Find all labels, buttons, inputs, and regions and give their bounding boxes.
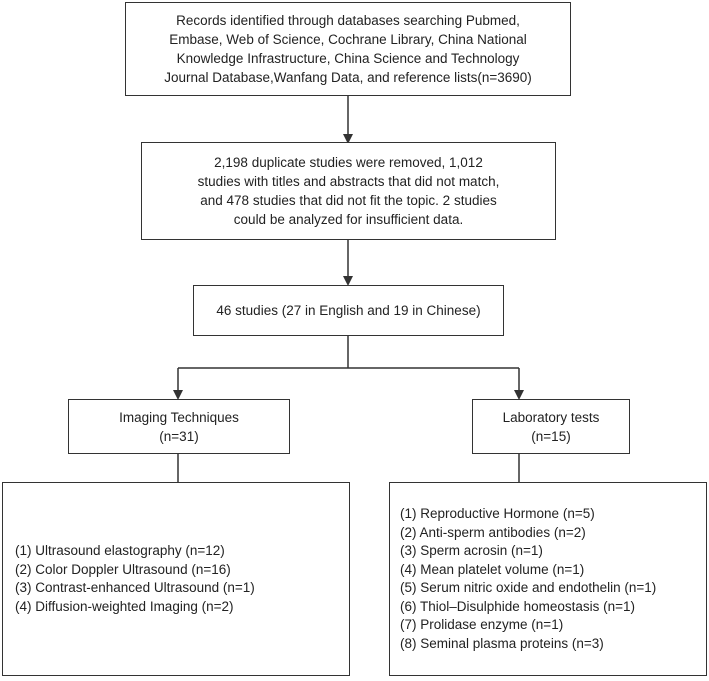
exclusions-line-4: could be analyzed for insufficient data. [233,212,464,227]
laboratory-list-item: (3) Sperm acrosin (n=1) [400,543,543,558]
imaging-techniques-box: Imaging Techniques (n=31) [68,399,290,454]
laboratory-list-item: (6) Thiol–Disulphide homeostasis (n=1) [400,598,635,614]
imaging-techniques-count: (n=31) [159,428,199,444]
included-studies-text: 46 studies (27 in English and 19 in Chin… [216,303,481,318]
laboratory-list-box: (1) Reproductive Hormone (n=5) (2) Anti-… [389,482,707,676]
records-line-2: Embase, Web of Science, Cochrane Library… [169,32,527,47]
exclusions-line-1: 2,198 duplicate studies were removed, 1,… [214,155,483,170]
records-line-3: Knowledge Infrastructure, China Science … [176,51,520,66]
laboratory-tests-box: Laboratory tests (n=15) [472,399,630,454]
laboratory-list-item: (7) Prolidase enzyme (n=1) [400,617,564,632]
imaging-list-box: (1) Ultrasound elastography (n=12) (2) C… [2,482,350,676]
laboratory-list-item: (1) Reproductive Hormone (n=5) [400,506,595,521]
imaging-list-item: (1) Ultrasound elastography (n=12) [15,543,225,558]
laboratory-tests-title: Laboratory tests [502,409,600,425]
exclusions-box: 2,198 duplicate studies were removed, 1,… [141,142,556,240]
records-line-1: Records identified through databases sea… [176,13,520,28]
imaging-list-item: (2) Color Doppler Ultrasound (n=16) [15,561,231,577]
records-identified-box: Records identified through databases sea… [125,2,571,96]
imaging-techniques-title: Imaging Techniques [119,409,239,425]
included-studies-box: 46 studies (27 in English and 19 in Chin… [193,285,504,336]
laboratory-list-item: (5) Serum nitric oxide and endothelin (n… [400,580,657,595]
imaging-list-item: (3) Contrast-enhanced Ultrasound (n=1) [15,580,255,595]
laboratory-tests-count: (n=15) [531,428,571,444]
records-line-4: Journal Database,Wanfang Data, and refer… [164,70,532,85]
laboratory-list-item: (4) Mean platelet volume (n=1) [400,561,585,577]
exclusions-line-3: and 478 studies that did not fit the top… [200,193,497,208]
laboratory-list-item: (2) Anti-sperm antibodies (n=2) [400,524,586,540]
imaging-list-item: (4) Diffusion-weighted Imaging (n=2) [15,598,234,614]
exclusions-line-2: studies with titles and abstracts that d… [197,174,500,189]
laboratory-list-item: (8) Seminal plasma proteins (n=3) [400,635,604,651]
